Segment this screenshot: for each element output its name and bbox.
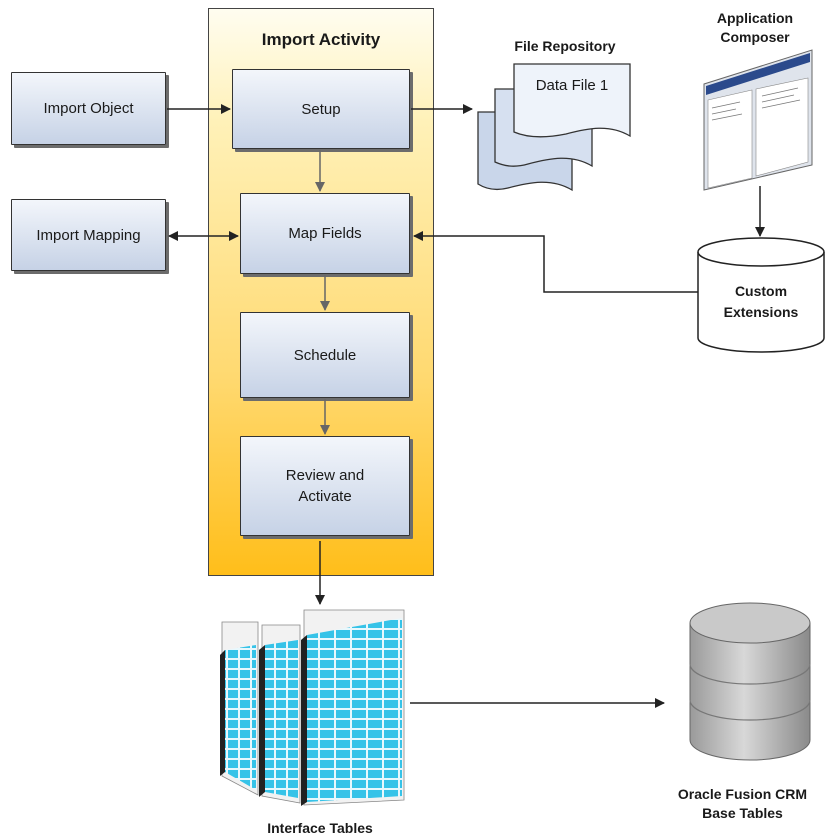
setup-step-label: Setup — [301, 100, 341, 118]
custom-extensions-label: Custom Extensions — [723, 283, 799, 320]
import-mapping-label: Import Mapping — [36, 226, 141, 244]
review-and-activate-step[interactable]: Review and Activate — [240, 436, 410, 536]
import-activity-title: Import Activity — [261, 30, 381, 49]
application-composer-title: Application Composer — [716, 10, 794, 45]
base-tables-label: Oracle Fusion CRM Base Tables — [677, 786, 808, 821]
map-fields-step[interactable]: Map Fields — [240, 193, 410, 274]
map-fields-step-label: Map Fields — [288, 225, 362, 242]
schedule-step-label: Schedule — [293, 346, 357, 364]
data-file-1-label: Data File 1 — [535, 77, 609, 94]
import-object-label: Import Object — [43, 100, 134, 117]
interface-tables-label: Interface Tables — [267, 820, 373, 836]
import-object-box[interactable]: Import Object — [11, 72, 166, 145]
import-mapping-box[interactable]: Import Mapping — [11, 199, 166, 271]
review-and-activate-step-label: Review and Activate — [285, 467, 365, 505]
schedule-step[interactable]: Schedule — [240, 312, 410, 398]
arrow-custom-extensions-to-map-fields — [413, 231, 698, 293]
file-repository-title: File Repository — [514, 38, 616, 54]
setup-step[interactable]: Setup — [232, 69, 410, 149]
